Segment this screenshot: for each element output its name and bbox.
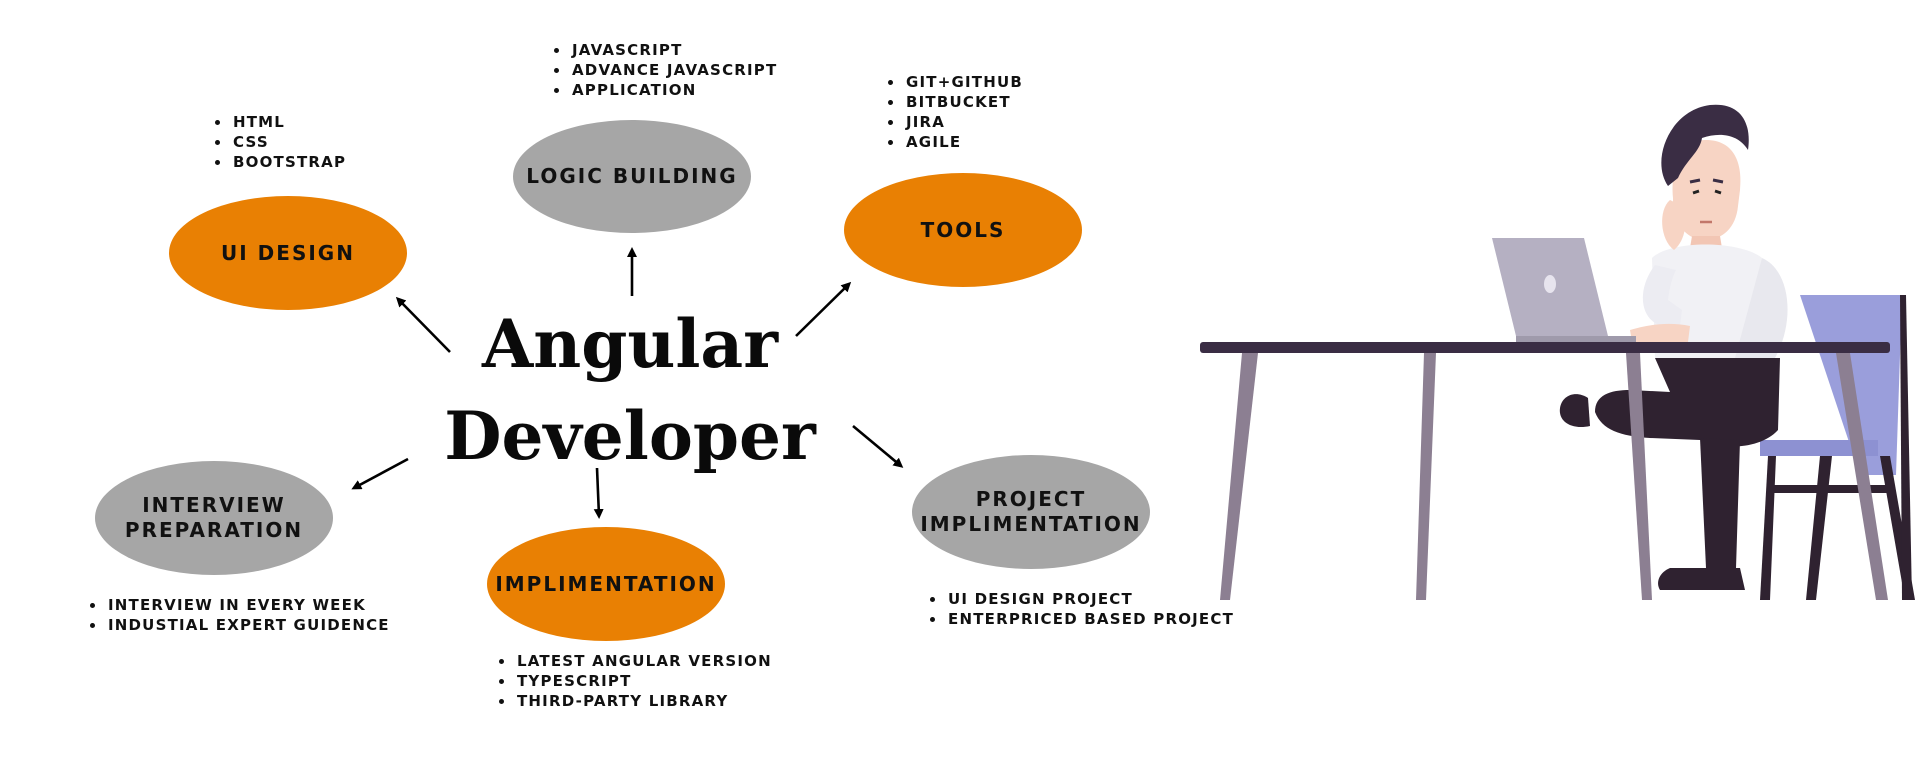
tools-list: GIT+GITHUB BITBUCKET JIRA AGILE: [886, 72, 1023, 152]
logic-building-list: JAVASCRIPT ADVANCE JAVASCRIPT APPLICATIO…: [552, 40, 777, 100]
node-ui-design: UI DESIGN: [169, 196, 407, 310]
list-item: ENTERPRICED BASED PROJECT: [946, 609, 1234, 629]
node-logic-building: LOGIC BUILDING: [513, 120, 751, 233]
page-title: Angular Developer: [420, 298, 840, 482]
list-item: ADVANCE JAVASCRIPT: [570, 60, 777, 80]
list-item: TYPESCRIPT: [515, 671, 772, 691]
arrow-to-ui-design: [395, 296, 451, 353]
arrow-to-interview-preparation: [351, 457, 409, 490]
list-item: INTERVIEW IN EVERY WEEK: [106, 595, 390, 615]
node-interview-preparation: INTERVIEW PREPARATION: [95, 461, 333, 575]
arrow-to-project-implimentation: [852, 425, 904, 468]
arrow-to-implimentation: [593, 467, 604, 519]
person: [1559, 104, 1788, 590]
node-label: INTERVIEW PREPARATION: [124, 493, 304, 542]
laptop: [1492, 238, 1636, 342]
list-item: THIRD-PARTY LIBRARY: [515, 691, 772, 711]
list-item: INDUSTIAL EXPERT GUIDENCE: [106, 615, 390, 635]
list-item: GIT+GITHUB: [904, 72, 1023, 92]
title-line-2: Developer: [444, 397, 816, 475]
node-label: PROJECT IMPLIMENTATION: [920, 487, 1142, 536]
chair: [1760, 295, 1915, 600]
node-project-implimentation: PROJECT IMPLIMENTATION: [912, 455, 1150, 569]
ui-design-list: HTML CSS BOOTSTRAP: [213, 112, 346, 172]
list-item: CSS: [231, 132, 346, 152]
node-label: TOOLS: [920, 217, 1006, 242]
node-implimentation: IMPLIMENTATION: [487, 527, 725, 641]
node-tools: TOOLS: [844, 173, 1082, 287]
node-label: IMPLIMENTATION: [495, 571, 717, 596]
list-item: BITBUCKET: [904, 92, 1023, 112]
list-item: APPLICATION: [570, 80, 777, 100]
list-item: BOOTSTRAP: [231, 152, 346, 172]
project-implimentation-list: UI DESIGN PROJECT ENTERPRICED BASED PROJ…: [928, 589, 1234, 629]
title-line-1: Angular: [482, 305, 778, 383]
list-item: HTML: [231, 112, 346, 132]
node-label: LOGIC BUILDING: [526, 164, 738, 188]
list-item: JAVASCRIPT: [570, 40, 777, 60]
arrow-to-tools: [795, 281, 852, 337]
developer-illustration: [1200, 104, 1915, 600]
list-item: UI DESIGN PROJECT: [946, 589, 1234, 609]
list-item: AGILE: [904, 132, 1023, 152]
desk: [1200, 342, 1890, 600]
node-label: UI DESIGN: [221, 240, 355, 265]
list-item: LATEST ANGULAR VERSION: [515, 651, 772, 671]
list-item: JIRA: [904, 112, 1023, 132]
implimentation-list: LATEST ANGULAR VERSION TYPESCRIPT THIRD-…: [497, 651, 772, 711]
interview-preparation-list: INTERVIEW IN EVERY WEEK INDUSTIAL EXPERT…: [88, 595, 390, 635]
